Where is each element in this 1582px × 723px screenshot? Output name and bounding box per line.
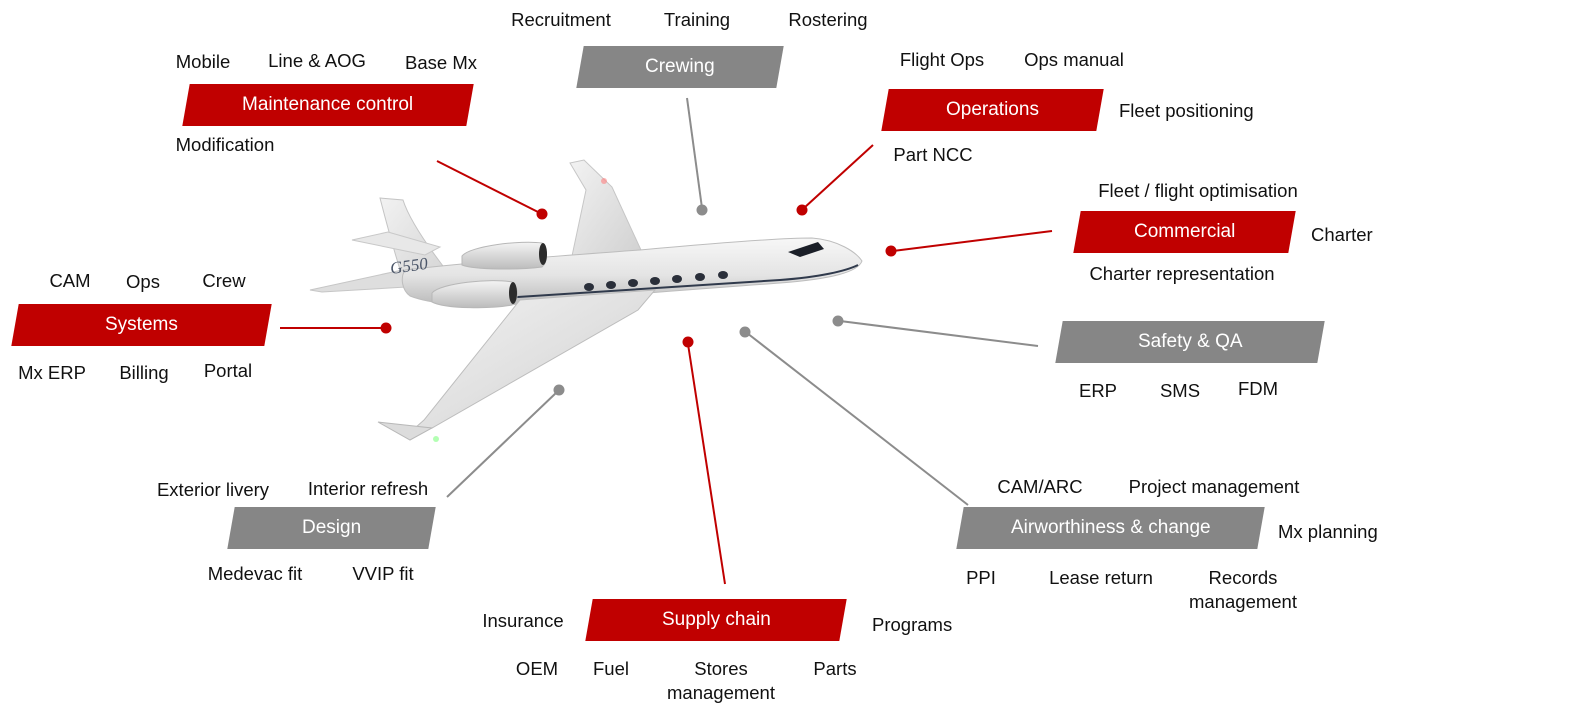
supply-chain-label: Supply chain bbox=[661, 609, 771, 630]
systems-box[interactable]: Systems bbox=[11, 304, 272, 346]
design-item-vvip-fit: VVIP fit bbox=[352, 563, 414, 584]
airworthiness-item-mx-planning: Mx planning bbox=[1278, 521, 1378, 542]
maintenance-control-box[interactable]: Maintenance control bbox=[182, 84, 474, 126]
systems-item-portal: Portal bbox=[203, 360, 253, 381]
supply-chain-item-programs: Programs bbox=[872, 614, 953, 635]
supply-chain-box[interactable]: Supply chain bbox=[585, 599, 847, 641]
systems-item-crew: Crew bbox=[202, 270, 246, 291]
systems-label: Systems bbox=[105, 314, 178, 335]
supply-chain-item-parts: Parts bbox=[813, 658, 857, 679]
airworthiness-item-project-management: Project management bbox=[1128, 476, 1300, 497]
design-item-exterior-livery: Exterior livery bbox=[156, 479, 270, 500]
connector-crewing bbox=[686, 97, 708, 216]
crewing-item-recruitment: Recruitment bbox=[511, 9, 611, 30]
operations-label: Operations bbox=[946, 99, 1039, 120]
safety-qa-item-fdm: FDM bbox=[1237, 378, 1279, 399]
systems-item-billing: Billing bbox=[119, 362, 169, 383]
airworthiness-item-records-management: Records management bbox=[1189, 567, 1297, 612]
maintenance-control-label: Maintenance control bbox=[242, 94, 414, 115]
operations-item-ops-manual: Ops manual bbox=[1024, 49, 1124, 70]
connector-commercial bbox=[885, 230, 1053, 257]
operations-item-fleet-positioning: Fleet positioning bbox=[1119, 100, 1254, 121]
systems-item-mx-erp: Mx ERP bbox=[18, 362, 86, 383]
design-label: Design bbox=[301, 517, 362, 538]
airworthiness-box[interactable]: Airworthiness & change bbox=[956, 507, 1265, 549]
safety-qa-item-erp: ERP bbox=[1078, 380, 1118, 401]
crewing-label: Crewing bbox=[645, 56, 715, 77]
connector-supply-chain bbox=[682, 336, 726, 585]
operations-item-part-ncc: Part NCC bbox=[893, 144, 973, 165]
connector-maintenance-control bbox=[436, 160, 548, 220]
airworthiness-label: Airworthiness & change bbox=[1010, 517, 1211, 538]
safety-qa-item-sms: SMS bbox=[1159, 380, 1201, 401]
airworthiness-item-ppi: PPI bbox=[966, 567, 996, 588]
crewing-box[interactable]: Crewing bbox=[576, 46, 784, 88]
airworthiness-item-cam-arc: CAM/ARC bbox=[997, 476, 1083, 497]
safety-qa-box[interactable]: Safety & QA bbox=[1055, 321, 1325, 363]
commercial-item-charter-representation: Charter representation bbox=[1089, 263, 1275, 284]
supply-chain-item-insurance: Insurance bbox=[482, 610, 564, 631]
design-item-medevac-fit: Medevac fit bbox=[207, 563, 303, 584]
crewing-item-training: Training bbox=[663, 9, 731, 30]
maintenance-item-line-aog: Line & AOG bbox=[268, 50, 366, 71]
commercial-item-charter: Charter bbox=[1311, 224, 1373, 245]
safety-qa-label: Safety & QA bbox=[1137, 331, 1243, 352]
airworthiness-item-lease-return: Lease return bbox=[1049, 567, 1153, 588]
maintenance-item-base-mx: Base Mx bbox=[405, 52, 477, 73]
commercial-box[interactable]: Commercial bbox=[1073, 211, 1296, 253]
operations-item-flight-ops: Flight Ops bbox=[899, 49, 985, 70]
connector-operations bbox=[796, 144, 874, 216]
systems-item-cam: CAM bbox=[49, 270, 91, 291]
design-item-interior-refresh: Interior refresh bbox=[307, 478, 429, 499]
connector-safety-qa bbox=[832, 315, 1039, 347]
commercial-label: Commercial bbox=[1133, 221, 1236, 242]
commercial-item-fleet-flight-optimisation: Fleet / flight optimisation bbox=[1098, 180, 1298, 201]
connector-systems bbox=[280, 322, 392, 334]
crewing-item-rostering: Rostering bbox=[788, 9, 868, 30]
maintenance-item-mobile: Mobile bbox=[175, 51, 231, 72]
connector-airworthiness bbox=[739, 326, 969, 506]
operations-box[interactable]: Operations bbox=[881, 89, 1104, 131]
maintenance-item-modification: Modification bbox=[175, 134, 275, 155]
supply-chain-item-oem: OEM bbox=[515, 658, 559, 679]
supply-chain-item-fuel: Fuel bbox=[593, 658, 629, 679]
connector-design bbox=[446, 384, 565, 498]
design-box[interactable]: Design bbox=[227, 507, 436, 549]
supply-chain-item-stores-management: Stores management bbox=[667, 658, 775, 703]
systems-item-ops: Ops bbox=[126, 271, 160, 292]
